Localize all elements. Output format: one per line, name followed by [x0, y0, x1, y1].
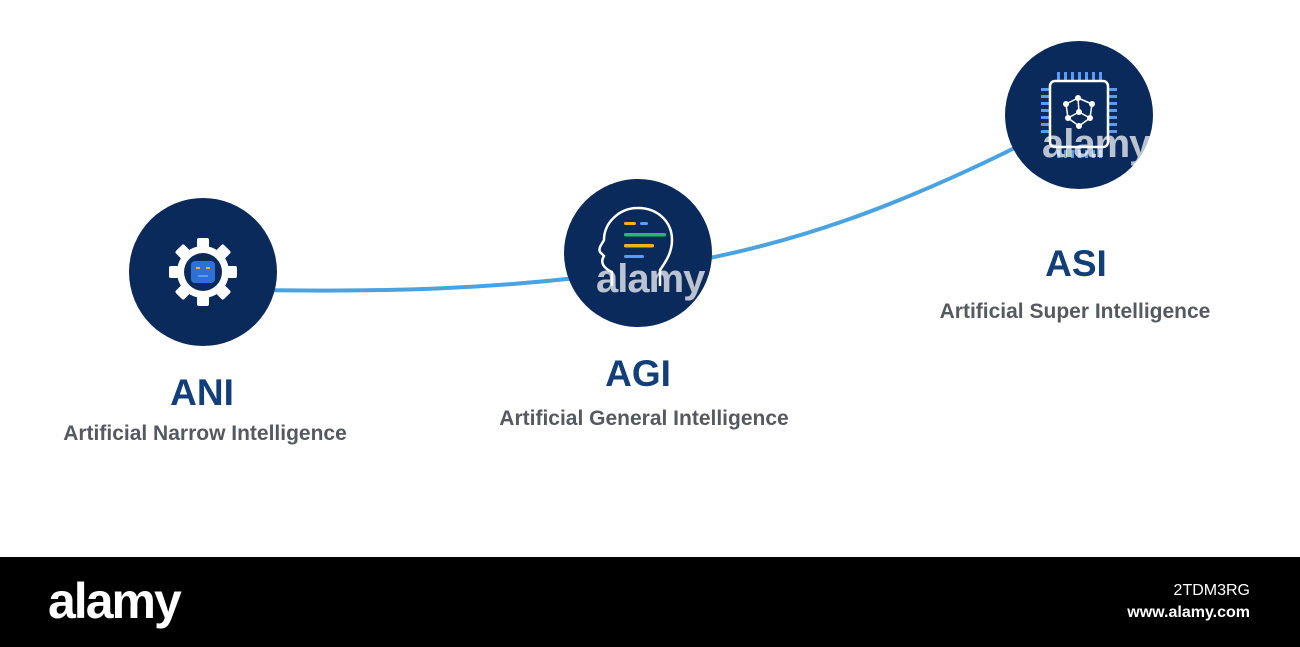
- progression-diagram: alamy alamy: [129, 41, 1153, 346]
- stage-agi-node: [564, 179, 712, 327]
- stage-asi-full-name: Artificial Super Intelligence: [939, 300, 1211, 323]
- stage-ani-node: [129, 198, 277, 346]
- footer-bar: alamy 2TDM3RG www.alamy.com: [0, 557, 1300, 647]
- processor-chip-network-icon: [1041, 72, 1117, 158]
- stage-agi-acronym: AGI: [605, 353, 671, 394]
- image-id: 2TDM3RG: [1173, 582, 1250, 599]
- footer-url: www.alamy.com: [1127, 604, 1250, 621]
- stage-ani-acronym: ANI: [170, 372, 234, 413]
- human-head-brain-icon: [598, 206, 674, 286]
- watermark-text: alamy: [596, 257, 706, 301]
- robot-gear-icon: [169, 238, 237, 306]
- alamy-logo: alamy: [48, 573, 182, 629]
- stage-agi-full-name: Artificial General Intelligence: [499, 407, 789, 430]
- stage-ani-full-name: Artificial Narrow Intelligence: [63, 422, 347, 445]
- diagram-canvas: alamy alamy ANI Artificial Narrow Intell…: [63, 41, 1211, 445]
- watermark-text: alamy: [1042, 122, 1152, 166]
- stage-asi-node: [1005, 41, 1153, 189]
- stage-asi-acronym: ASI: [1045, 243, 1107, 284]
